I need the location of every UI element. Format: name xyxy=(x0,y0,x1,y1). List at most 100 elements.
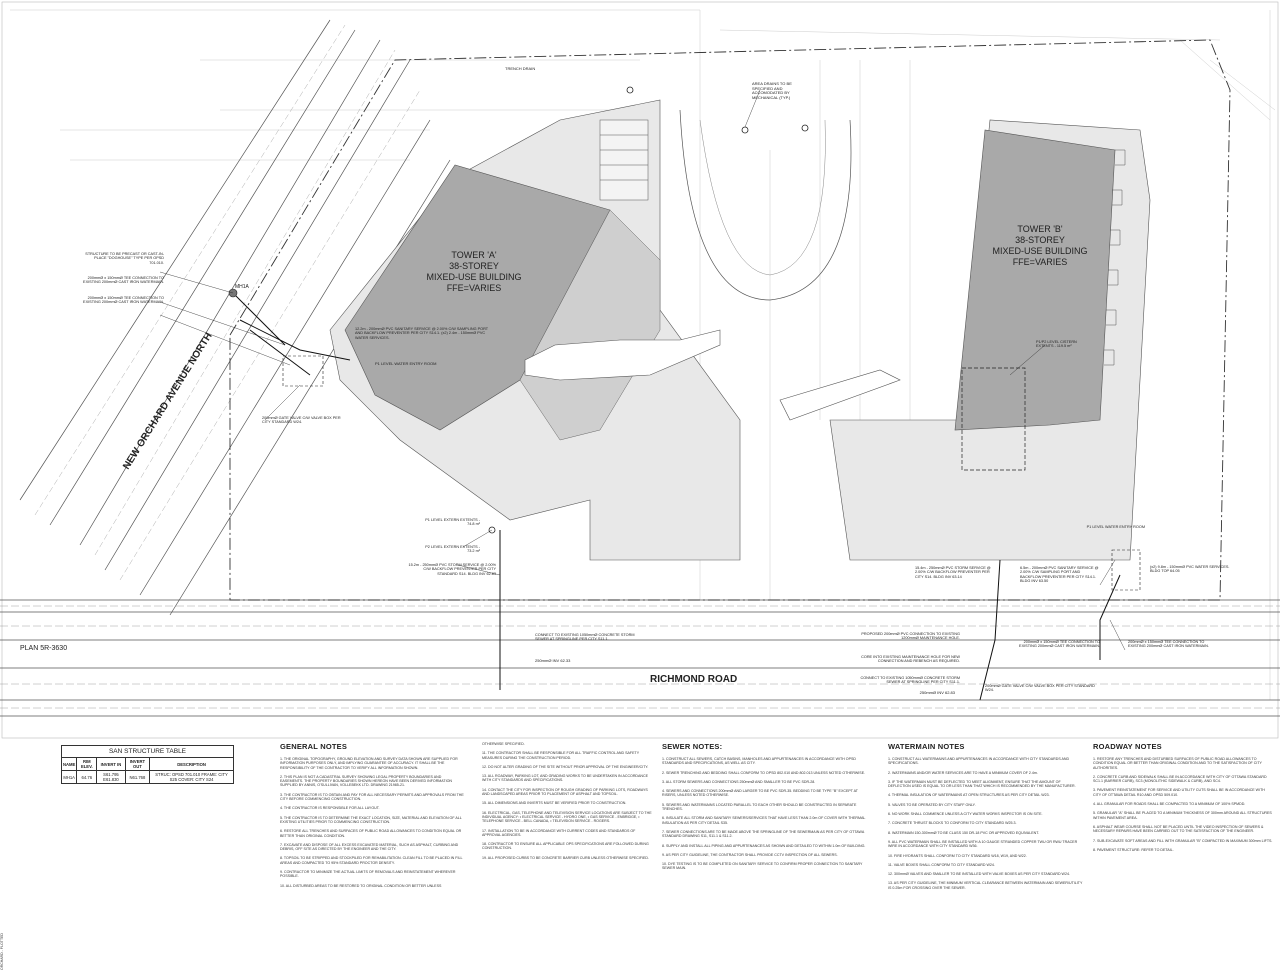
san-table-header-row: NAME RIM ELEV. INVERT IN INVERT OUT DESC… xyxy=(60,757,234,771)
note-item: 11. THE CONTRACTOR SHALL BE RESPONSIBLE … xyxy=(482,751,640,760)
roadway-notes-title: ROADWAY NOTES xyxy=(1093,742,1162,751)
tee-b2-callout: 200mmØ x 150mmØ TEE CONNECTION TO EXISTI… xyxy=(1128,640,1209,649)
water-service-b-wrap: (x2) 9.8m - 150mmØ PVC WATER SERVICES. B… xyxy=(1150,565,1230,574)
note-item: 19. ALL PROPOSED CURBS TO BE CONCRETE BA… xyxy=(482,855,650,860)
pvc-conn-wrap: PROPOSED 200mmØ PVC CONNECTION TO EXISTI… xyxy=(861,632,960,640)
note-item: 9. ALL PVC WATERMAIN SHALL BE INSTALLED … xyxy=(888,839,1078,849)
richmond-utility-lines xyxy=(0,605,1280,709)
watermain-notes-list: 1. CONSTRUCT ALL WATERMAINS AND APPURTEN… xyxy=(888,757,1083,890)
planter-a xyxy=(524,329,721,381)
p2-ext-a-wrap: P2 LEVEL EXTERN EXTENTS - 73.2 m² xyxy=(425,545,480,554)
richmond-label: RICHMOND ROAD xyxy=(650,674,737,685)
sewer-notes: SEWER NOTES: 1. CONSTRUCT ALL SEWERS, CA… xyxy=(662,742,872,970)
san-header-invert-out: INVERT OUT xyxy=(124,757,151,771)
gate-b-wrap: 200mmØ GATE VALVE C/W VALVE BOX PER CITY… xyxy=(985,684,1095,692)
service-boxes xyxy=(282,355,1141,591)
tee-b1-wrap: 200mmØ x 150mmØ TEE CONNECTION TO EXISTI… xyxy=(1019,640,1100,649)
note-item: 18. CONTRACTOR TO ENSURE ALL APPLICABLE … xyxy=(482,842,649,851)
planter-b xyxy=(779,369,901,421)
san-b-callout: 6.5m - 200mmØ PVC SANITARY SERVICE @ 2.0… xyxy=(1020,566,1099,584)
water-service-b-callout: (x2) 9.8m - 150mmØ PVC WATER SERVICES. B… xyxy=(1150,565,1230,574)
tower-a-title: TOWER 'A' xyxy=(451,250,497,260)
note-item: 5. VALVES TO BE OPERATED BY CITY STAFF O… xyxy=(888,802,976,807)
sewer-notes-title: SEWER NOTES: xyxy=(662,742,723,751)
note-item: 13. AS PER CITY GUIDELINE, THE MINIMUM V… xyxy=(888,881,1083,890)
note-item: 5. GRANULAR "A" SHALL BE PLACED TO A MIN… xyxy=(1093,811,1272,820)
note-item: 2. WATERMAINS AND/OR WATER SERVICES ARE … xyxy=(888,770,1038,775)
tower-b-label: TOWER 'B' 38-STOREY MIXED-USE BUILDING F… xyxy=(992,224,1087,267)
san-cell-invert-out: N61.768 xyxy=(124,770,151,784)
note-item: 5. SEWERS AND WATERMAINS LOCATED PARALLE… xyxy=(662,802,857,812)
connect-storm-b-wrap: CONNECT TO EXISTING 1050mmØ CONCRETE STO… xyxy=(860,676,960,685)
tee2-callout-wrap: 200mmØ x 150mmØ TEE CONNECTION TO EXISTI… xyxy=(83,296,164,304)
san-cell-rim: 64.76 xyxy=(76,770,98,784)
storm-a-callout: 15.2m - 250mmØ PVC STORM SERVICE @ 2.00%… xyxy=(408,563,496,576)
note-item: 9. AS PER CITY GUIDELINE, THE CONTRACTOR… xyxy=(662,852,838,857)
note-item: 1. THE ORIGINAL TOPOGRAPHY, GROUND ELEVA… xyxy=(280,757,458,770)
storm-b-wrap: 15.4m - 250mmØ PVC STORM SERVICE @ 2.00%… xyxy=(915,566,991,579)
san-cell-description: STRUC: OPSD 701.010 FRAME: CITY S25 COVE… xyxy=(149,770,234,784)
san-header-name: NAME xyxy=(60,757,78,771)
trench-drain-callout: TRENCH DRAIN xyxy=(505,66,535,71)
note-item: 4. THERMAL INSULATION OF WATERMAINS AT O… xyxy=(888,793,1050,798)
tower-a-storeys: 38-STOREY xyxy=(449,261,499,271)
tower-a-label: TOWER 'A' 38-STOREY MIXED-USE BUILDING F… xyxy=(426,250,521,293)
background-linework xyxy=(10,9,1276,700)
note-item: 8. WATERMAIN 150-300mmØ TO BE CLASS 150 … xyxy=(888,830,1039,835)
tee-b1-callout: 200mmØ x 150mmØ TEE CONNECTION TO EXISTI… xyxy=(1019,640,1100,649)
note-item: 2. SEWER TRENCHING AND BEDDING SHALL CON… xyxy=(662,770,866,775)
gate-valve-callout: 200mmØ GATE VALVE C/W VALVE BOX PER CITY… xyxy=(262,416,341,425)
general-notes: GENERAL NOTES 1. THE ORIGINAL TOPOGRAPHY… xyxy=(280,742,465,970)
core-into-callout: CORE INTO EXISTING MAINTENANCE HOLE FOR … xyxy=(861,655,960,664)
tower-b-cistern xyxy=(961,367,1026,471)
general-notes-continued: OTHERWISE SPECIFIED. 11. THE CONTRACTOR S… xyxy=(482,742,652,970)
note-item: 7. EXCAVATE AND DISPOSE OF ALL EXCESS EX… xyxy=(280,842,459,852)
storm-inv-callout: 250mmØ INV 62.33 xyxy=(535,658,571,663)
note-item: 16. ELECTRICAL, GAS, TELEPHONE AND TELEV… xyxy=(482,810,652,824)
general-notes-continued-list: OTHERWISE SPECIFIED. 11. THE CONTRACTOR S… xyxy=(482,742,652,860)
san-cell-name: MH1A xyxy=(60,770,78,784)
note-item: 9. CONTRACTOR TO MINIMIZE THE ACTUAL LIM… xyxy=(280,870,456,879)
new-orchard-utility-lines xyxy=(34,24,421,581)
san-service-callout: 12.2m - 200mmØ PVC SANITARY SERVICE @ 2.… xyxy=(355,327,488,336)
p1-ext-b-wrap: P1/P2 LEVEL CISTERN EXTENTS - 119.5 m² xyxy=(1036,340,1077,349)
sewer-notes-list: 1. CONSTRUCT ALL SEWERS, CATCH BASINS, M… xyxy=(662,757,872,871)
storm-b-callout: 15.4m - 250mmØ PVC STORM SERVICE @ 2.00%… xyxy=(915,566,991,579)
water-service-a-callout: (x2) 2.4m - 150mmØ PVC WATER SERVICES. xyxy=(355,331,486,340)
san-table-title: SAN STRUCTURE TABLE xyxy=(61,745,234,757)
tee-b2-wrap: 200mmØ x 150mmØ TEE CONNECTION TO EXISTI… xyxy=(1128,640,1209,649)
connect-storm-wrap: CONNECT TO EXISTING 1050mmØ CONCRETE STO… xyxy=(535,633,635,641)
san-header-invert-in: INVERT IN xyxy=(96,757,126,771)
tee1-callout: 200mmØ x 150mmØ TEE CONNECTION TO EXISTI… xyxy=(83,276,164,285)
p1-ext-a-wrap: P1 LEVEL EXTERN EXTENTS - 74.8 m² xyxy=(425,518,480,526)
p1-ext-b-callout: P1/P2 LEVEL CISTERN EXTENTS - 119.5 m² xyxy=(1036,340,1077,349)
note-item: 6. RESTORE ALL TRENCHES AND SURFACES OF … xyxy=(280,829,462,838)
p1-b-wrap: P1 LEVEL WATER ENTRY ROOM xyxy=(1087,525,1145,529)
courtyard-drive xyxy=(679,109,852,301)
general-notes-list: 1. THE ORIGINAL TOPOGRAPHY, GROUND ELEVA… xyxy=(280,757,465,888)
gate-valve-callout-wrap: 200mmØ GATE VALVE C/W VALVE BOX PER CITY… xyxy=(262,416,341,425)
connect-storm-b-callout: CONNECT TO EXISTING 1050mmØ CONCRETE STO… xyxy=(860,676,960,685)
san-b-wrap: 6.5m - 200mmØ PVC SANITARY SERVICE @ 2.0… xyxy=(1020,566,1099,584)
general-notes-title: GENERAL NOTES xyxy=(280,742,348,751)
note-item: OTHERWISE SPECIFIED. xyxy=(482,742,525,746)
mh-label: MH1A xyxy=(235,284,250,290)
san-service-callout-wrap: 12.2m - 200mmØ PVC SANITARY SERVICE @ 2.… xyxy=(355,327,488,340)
sheet-edge-text: ORCHARD - PLOTTED xyxy=(0,933,4,970)
tower-b-ffe: FFE=VARIES xyxy=(1013,257,1068,267)
structure-callout-wrap: STRUCTURE TO BE PRECAST OR CAST-IN-PLACE… xyxy=(85,252,164,265)
p2-ext-a-callout: P2 LEVEL EXTERN EXTENTS - 73.2 m² xyxy=(425,545,480,554)
note-item: 10. ALL DISTURBED AREAS TO BE RESTORED T… xyxy=(280,883,442,888)
note-item: 4. THE CONTRACTOR IS RESPONSIBLE FOR ALL… xyxy=(280,806,380,811)
note-item: 4. SEWERS AND CONNECTIONS 200mmØ AND LAR… xyxy=(662,789,858,798)
courtyard-drive-inner xyxy=(699,119,826,276)
richmond-road-lines xyxy=(0,599,1280,717)
note-item: 3. THE CONTRACTOR IS TO OBTAIN AND PAY F… xyxy=(280,792,464,802)
storm-a-wrap: 15.2m - 250mmØ PVC STORM SERVICE @ 2.00%… xyxy=(408,563,496,576)
area-drains-callout: AREA DRAINS TO BE SPECIFIED AND ACCOMODA… xyxy=(752,82,792,100)
site-servicing-plan: TOWER 'A' 38-STOREY MIXED-USE BUILDING F… xyxy=(0,1,1280,739)
note-item: 6. NO WORK SHALL COMMENCE UNLESS A CITY … xyxy=(888,812,1043,817)
roadway-notes: ROADWAY NOTES 1. RESTORE ANY TRENCHES AN… xyxy=(1093,742,1273,970)
note-item: 10. DYE TESTING IS TO BE COMPLETED ON SA… xyxy=(662,862,863,871)
note-item: 8. TOPSOIL TO BE STRIPPED AND STOCKPILED… xyxy=(280,856,463,865)
